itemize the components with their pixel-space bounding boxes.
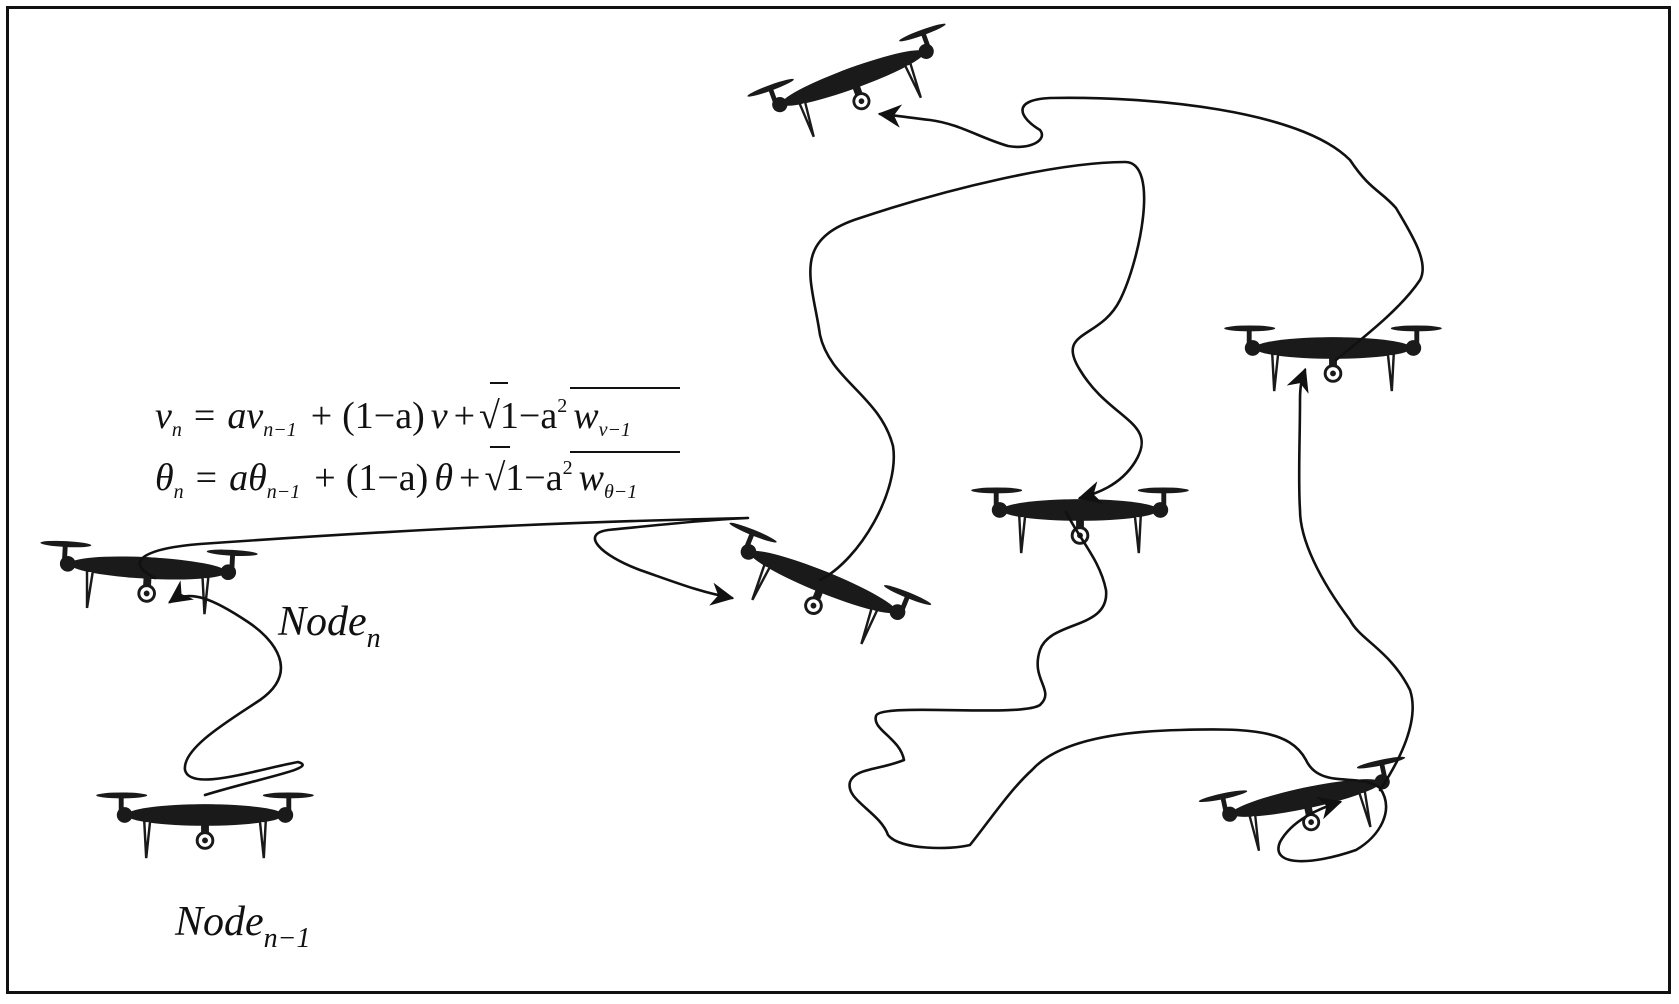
eq-square: 2 [557, 395, 567, 417]
trajectory-right-to-top-drone [877, 96, 1424, 362]
eq-w: w [579, 457, 605, 499]
eq-plus: + [454, 395, 475, 437]
eq-plus: + [311, 395, 332, 437]
eq-one-minus-a: (1−a) [346, 457, 429, 499]
eq-v-bar: v [431, 395, 448, 437]
drone-icon [704, 518, 934, 665]
eq-radicand: 1−a [505, 457, 562, 499]
trajectory-to-top-drone [809, 160, 1146, 582]
eq-a: a [227, 395, 246, 437]
node-n-label-sub: n [367, 623, 381, 654]
drone-icon [35, 538, 260, 619]
eq-sub: n−1 [267, 481, 301, 503]
drone-icon [94, 790, 316, 860]
eq-sqrt: √ [479, 395, 500, 437]
drone-icon [745, 19, 968, 155]
eq-one-minus-a: (1−a) [342, 395, 425, 437]
eq-square: 2 [563, 457, 573, 479]
eq-a: a [229, 457, 248, 499]
eq-theta: θ [155, 457, 174, 499]
diagram-frame [6, 6, 1671, 994]
node-n-label: Noden [277, 599, 381, 654]
eq-radicand: 1−a [500, 395, 557, 437]
node-n-minus-1-label: Noden−1 [174, 899, 311, 954]
eq-equals: = [196, 457, 217, 499]
eq-v: v [246, 395, 263, 437]
node-n-label-base: Node [277, 599, 367, 645]
drone-icon [1222, 323, 1444, 393]
eq-sub: θ−1 [604, 481, 637, 503]
eq-sqrt: √ [484, 457, 505, 499]
eq-sub: n [172, 419, 182, 441]
trajectory-center-to-lower-right [848, 510, 1388, 863]
eq-v: v [155, 395, 172, 437]
eq-w: w [573, 395, 599, 437]
eq-sub: n [174, 481, 184, 503]
eq-plus: + [314, 457, 335, 499]
eq-sub: v−1 [599, 419, 631, 441]
trajectory-node-n1-to-node-n [168, 580, 304, 797]
eq-sub: n−1 [263, 419, 297, 441]
eq-plus: + [459, 457, 480, 499]
node-n-minus-1-label-base: Node [174, 899, 264, 945]
node-n-minus-1-label-sub: n−1 [264, 923, 311, 954]
trajectory-node-n-to-center-drone [138, 516, 750, 606]
eq-theta: θ [248, 457, 267, 499]
eq-equals: = [194, 395, 215, 437]
eq-theta-bar: θ [434, 457, 453, 499]
trajectory-lower-right-to-right-drone [1286, 367, 1414, 792]
